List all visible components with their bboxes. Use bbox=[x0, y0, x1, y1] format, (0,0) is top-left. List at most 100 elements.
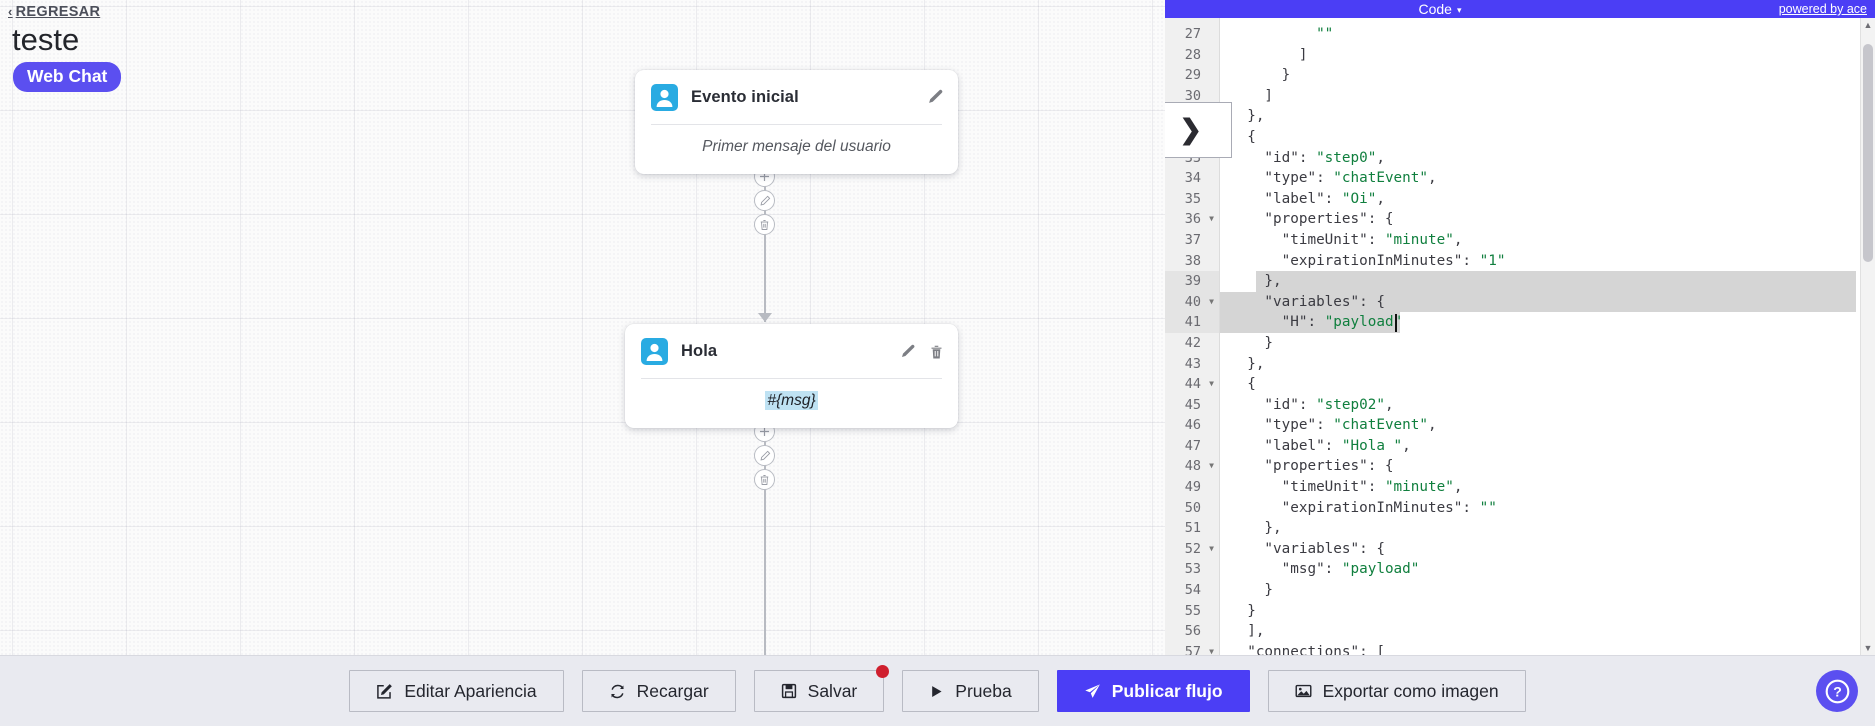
toolbar-button-editar-apariencia[interactable]: Editar Apariencia bbox=[349, 670, 564, 712]
help-button[interactable]: ? bbox=[1816, 670, 1858, 712]
fold-toggle-icon[interactable]: ▼ bbox=[1209, 379, 1214, 389]
code-line[interactable]: "type": "chatEvent", bbox=[1220, 415, 1875, 436]
node-title: Hola bbox=[681, 342, 718, 360]
edge-delete-button[interactable] bbox=[754, 214, 775, 235]
code-line[interactable]: } bbox=[1220, 601, 1875, 622]
gutter-line-number[interactable]: 28 bbox=[1184, 46, 1201, 63]
gutter-line-number[interactable]: 47 bbox=[1184, 437, 1201, 454]
gutter-line-number[interactable]: 43 bbox=[1184, 355, 1201, 372]
code-line[interactable]: "msg": "payload" bbox=[1220, 559, 1875, 580]
fold-toggle-icon[interactable]: ▼ bbox=[1209, 461, 1214, 471]
gutter-line-number[interactable]: 46 bbox=[1184, 417, 1201, 434]
code-line[interactable]: }, bbox=[1220, 271, 1875, 292]
gutter-line-number[interactable]: 38 bbox=[1184, 252, 1201, 269]
code-line[interactable]: "properties": { bbox=[1220, 456, 1875, 477]
fold-toggle-icon[interactable]: ▼ bbox=[1209, 296, 1214, 306]
toolbar-button-recargar[interactable]: Recargar bbox=[581, 670, 736, 712]
trash-icon[interactable] bbox=[929, 344, 944, 360]
code-line[interactable]: "timeUnit": "minute", bbox=[1220, 477, 1875, 498]
code-line[interactable]: ] bbox=[1220, 45, 1875, 66]
gutter-line-number[interactable]: 30 bbox=[1184, 87, 1201, 104]
fold-toggle-icon[interactable]: ▼ bbox=[1209, 543, 1214, 553]
code-line[interactable]: "timeUnit": "minute", bbox=[1220, 230, 1875, 251]
code-line[interactable]: { bbox=[1220, 127, 1875, 148]
pencil-icon[interactable] bbox=[927, 89, 944, 106]
code-line[interactable]: "H": "payload" bbox=[1220, 312, 1875, 333]
code-line[interactable]: } bbox=[1220, 333, 1875, 354]
gutter-line-number[interactable]: 49 bbox=[1184, 479, 1201, 496]
toolbar-button-label: Editar Apariencia bbox=[404, 680, 537, 701]
code-line[interactable]: } bbox=[1220, 65, 1875, 86]
toolbar-button-exportar-como-imagen[interactable]: Exportar como imagen bbox=[1267, 670, 1526, 712]
node-divider bbox=[651, 124, 942, 125]
gutter-line-number[interactable]: 44▼ bbox=[1165, 374, 1219, 395]
code-line[interactable]: ], bbox=[1220, 621, 1875, 642]
gutter-line-number[interactable]: 35 bbox=[1184, 190, 1201, 207]
gutter-line-number[interactable]: 37 bbox=[1184, 231, 1201, 248]
toolbar-button-salvar[interactable]: Salvar bbox=[753, 665, 890, 712]
code-line[interactable]: "expirationInMinutes": "1" bbox=[1220, 251, 1875, 272]
code-string-token: "payload" bbox=[1341, 561, 1420, 578]
code-line[interactable]: }, bbox=[1220, 518, 1875, 539]
gutter-line-number[interactable]: 51 bbox=[1184, 520, 1201, 537]
gutter-line-number[interactable]: 56 bbox=[1184, 623, 1201, 640]
code-line[interactable]: ] bbox=[1220, 86, 1875, 107]
code-line[interactable]: { bbox=[1220, 374, 1875, 395]
gutter-line-number[interactable]: 45 bbox=[1184, 396, 1201, 413]
flow-canvas[interactable]: ‹ REGRESAR teste Web Chat bbox=[0, 0, 1165, 655]
toolbar-button-prueba[interactable]: Prueba bbox=[902, 670, 1039, 712]
gutter-line-number[interactable]: 57▼ bbox=[1165, 642, 1219, 655]
code-punct-token: ], bbox=[1230, 623, 1265, 640]
scroll-up-arrow-icon[interactable]: ▲ bbox=[1863, 20, 1873, 30]
gutter-line-number[interactable]: 27 bbox=[1184, 26, 1201, 42]
code-editor[interactable]: 272829303132▼33343536▼37383940▼41424344▼… bbox=[1165, 18, 1875, 655]
code-panel-title-dropdown[interactable]: Code ▾ bbox=[1419, 1, 1462, 17]
code-vertical-scrollbar[interactable]: ▲ ▼ bbox=[1860, 18, 1875, 655]
code-line[interactable]: "type": "chatEvent", bbox=[1220, 168, 1875, 189]
code-line[interactable]: "connections": [ bbox=[1220, 642, 1875, 655]
powered-by-ace-link[interactable]: powered by ace bbox=[1778, 2, 1867, 16]
code-line[interactable]: "label": "Oi", bbox=[1220, 189, 1875, 210]
code-line[interactable]: "label": "Hola ", bbox=[1220, 436, 1875, 457]
code-line[interactable]: "variables": { bbox=[1220, 292, 1875, 313]
gutter-line-number[interactable]: 54 bbox=[1184, 582, 1201, 599]
question-circle-icon: ? bbox=[1825, 679, 1849, 703]
back-link[interactable]: ‹ REGRESAR bbox=[8, 4, 100, 20]
code-line[interactable]: "id": "step0", bbox=[1220, 148, 1875, 169]
gutter-line-number[interactable]: 39 bbox=[1165, 271, 1219, 292]
fold-toggle-icon[interactable]: ▼ bbox=[1209, 214, 1214, 224]
code-line[interactable]: "properties": { bbox=[1220, 209, 1875, 230]
gutter-line-number[interactable]: 50 bbox=[1184, 499, 1201, 516]
gutter-line-number[interactable]: 41 bbox=[1165, 312, 1219, 333]
scroll-down-arrow-icon[interactable]: ▼ bbox=[1863, 643, 1873, 653]
code-line[interactable]: "expirationInMinutes": "" bbox=[1220, 498, 1875, 519]
fold-toggle-icon[interactable]: ▼ bbox=[1209, 646, 1214, 655]
code-line[interactable]: }, bbox=[1220, 106, 1875, 127]
code-content[interactable]: "" ] } ] }, { "id": "step0", "type": "ch… bbox=[1220, 18, 1875, 655]
gutter-line-number[interactable]: 29 bbox=[1184, 67, 1201, 84]
code-fold-widget[interactable]: ❯ bbox=[1165, 102, 1232, 158]
flow-node-evento-inicial[interactable]: Evento inicial Primer mensaje del usuari… bbox=[635, 70, 958, 174]
gutter-line-number[interactable]: 34 bbox=[1184, 170, 1201, 187]
code-line[interactable]: "" bbox=[1220, 24, 1875, 45]
gutter-line-number[interactable]: 42 bbox=[1184, 334, 1201, 351]
edge-edit-button[interactable] bbox=[754, 190, 775, 211]
gutter-line-number[interactable]: 36▼ bbox=[1165, 209, 1219, 230]
gutter-line-number[interactable]: 48▼ bbox=[1165, 456, 1219, 477]
user-avatar-icon bbox=[651, 84, 678, 111]
toolbar-button-publicar-flujo[interactable]: Publicar flujo bbox=[1056, 670, 1250, 712]
edge-delete-button[interactable] bbox=[754, 469, 775, 490]
gutter-line-number[interactable]: 40▼ bbox=[1165, 291, 1219, 313]
edge-edit-button[interactable] bbox=[754, 445, 775, 466]
pencil-icon[interactable] bbox=[900, 344, 916, 360]
code-line[interactable]: "id": "step02", bbox=[1220, 395, 1875, 416]
gutter-line-number[interactable]: 55 bbox=[1184, 602, 1201, 619]
code-line[interactable]: }, bbox=[1220, 354, 1875, 375]
code-line[interactable]: "variables": { bbox=[1220, 539, 1875, 560]
gutter-line-number[interactable]: 52▼ bbox=[1165, 539, 1219, 560]
gutter-line-number[interactable]: 53 bbox=[1184, 561, 1201, 578]
flow-node-hola[interactable]: Hola #{msg} bbox=[625, 324, 958, 428]
code-line[interactable]: } bbox=[1220, 580, 1875, 601]
scrollbar-thumb[interactable] bbox=[1863, 44, 1873, 262]
